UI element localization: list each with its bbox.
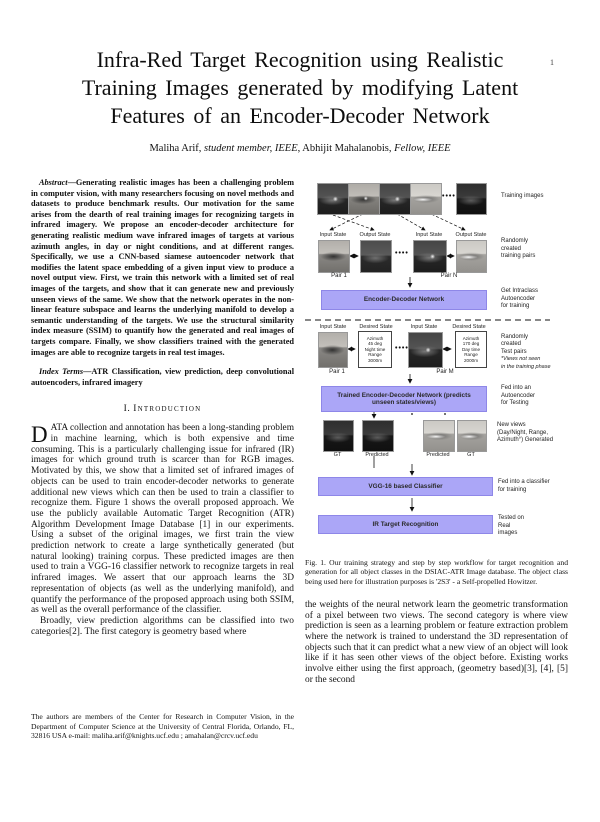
two-column-body: Abstract—Generating realistic images has… — [31, 178, 569, 744]
title-line-1: Infra-Red Target Recognition using Reali… — [96, 47, 504, 72]
label-test-pairs-text: Randomly created Test pairs — [501, 333, 529, 355]
label-desired-state: Desired State — [359, 324, 393, 330]
ir-image — [410, 183, 442, 215]
trained-encoder-decoder-box: Trained Encoder-Decoder Network (predict… — [321, 386, 487, 412]
vgg16-classifier-box: VGG-16 based Classifier — [318, 477, 493, 496]
label-pair-m: Pair M — [436, 369, 454, 375]
intro-paragraph-1-text: ATA collection and annotation has been a… — [31, 423, 294, 616]
ir-image — [362, 420, 394, 452]
abstract-text: —Generating realistic images has been a … — [31, 178, 294, 357]
ir-target-recognition-box: IR Target Recognition — [318, 515, 493, 534]
ir-image — [413, 240, 447, 273]
ellipsis-dots: •••• — [395, 250, 409, 257]
figure-1-caption: Fig. 1. Our training strategy and step b… — [305, 558, 568, 586]
label-get-intraclass-autoencoder: Get Intraclass Autoencoder for training — [501, 288, 539, 310]
label-fed-into-classifier: Fed into a classifier for training — [498, 479, 550, 493]
label-pair-n: Pair N — [440, 273, 458, 279]
section-number: I. — [123, 404, 134, 415]
label-output-state: Output State — [455, 232, 487, 238]
left-column: Abstract—Generating realistic images has… — [31, 178, 294, 744]
label-pair-1: Pair 1 — [331, 273, 347, 279]
label-pair-1: Pair 1 — [329, 369, 345, 375]
figure-1-diagram: •••• Training images Input State Output … — [305, 178, 568, 550]
title-line-2: Training Images generated by modifying L… — [81, 75, 519, 100]
label-gt: GT — [467, 452, 475, 458]
section-title: Introduction — [133, 404, 202, 415]
label-new-views-generated: New views (Day/Night, Range, Azimuth°) G… — [497, 422, 554, 444]
label-randomly-created-test-pairs: Randomly created Test pairs *Views not s… — [501, 326, 567, 379]
author-role-1: student member, IEEE — [204, 143, 298, 154]
label-tested-on-real-images: Tested on Real images — [498, 515, 525, 537]
label-training-images: Training images — [501, 193, 544, 199]
drop-cap: D — [31, 422, 48, 448]
label-fed-into-autoencoder-testing: Fed into an Autoencoder for Testing — [501, 385, 536, 407]
ir-image — [348, 183, 380, 215]
ir-image — [456, 183, 487, 215]
index-terms-paragraph: Index Terms—ATR Classification, view pre… — [31, 367, 294, 388]
ir-image — [360, 240, 392, 273]
author-separator: , — [297, 143, 303, 154]
label-gt: GT — [333, 452, 342, 458]
index-terms-text: —ATR Classification, view prediction, de… — [31, 367, 295, 387]
author-role-2: Fellow, IEEE — [394, 143, 451, 154]
paper-page: { "page": { "number": "1" }, "title": { … — [0, 46, 600, 822]
label-predicted: Predicted — [426, 452, 450, 458]
ir-image — [408, 332, 443, 368]
ir-image — [379, 183, 411, 215]
label-input-state: Input State — [410, 324, 438, 330]
label-output-state: Output State — [359, 232, 391, 238]
ir-image — [457, 420, 487, 452]
label-desired-state: Desired State — [452, 324, 486, 330]
label-randomly-created-training-pairs: Randomly created training pairs — [501, 238, 536, 260]
ellipsis-dots: •••• — [395, 345, 409, 352]
label-input-state: Input State — [319, 232, 347, 238]
encoder-decoder-network-box: Encoder-Decoder Network — [321, 290, 487, 310]
title-block: Infra-Red Target Recognition using Reali… — [0, 46, 600, 154]
label-predicted: Predicted — [365, 452, 389, 458]
ir-image — [456, 240, 487, 273]
abstract-label: Abstract — [39, 178, 68, 187]
ir-image — [423, 420, 455, 452]
right-column: •••• Training images Input State Output … — [305, 178, 568, 744]
section-heading-introduction: I. Introduction — [31, 404, 294, 414]
author-name-2: Abhijit Mahalanobis, — [302, 143, 395, 154]
intro-paragraph-2: Broadly, view prediction algorithms can … — [31, 615, 294, 637]
author-name-1: Maliha Arif, — [149, 143, 204, 154]
ir-image — [318, 240, 350, 273]
ellipsis-dots: •••• — [442, 193, 456, 200]
ir-image — [317, 183, 349, 215]
label-input-state: Input State — [415, 232, 443, 238]
ir-image — [318, 332, 348, 368]
title-line-3: Features of an Encoder-Decoder Network — [110, 103, 490, 128]
author-footnote: The authors are members of the Center fo… — [31, 712, 294, 740]
author-line: Maliha Arif, student member, IEEE, Abhij… — [0, 143, 600, 154]
desired-state-box-1: Azimuth 45 deg Night time Range 3000m — [358, 331, 392, 368]
page-number: 1 — [550, 58, 554, 67]
index-terms-label: Index Terms — [39, 367, 84, 377]
abstract-paragraph: Abstract—Generating realistic images has… — [31, 178, 294, 358]
paper-title: Infra-Red Target Recognition using Reali… — [0, 46, 600, 130]
desired-state-box-2: Azimuth 170 deg Day time Range 2000m — [455, 331, 487, 368]
label-input-state: Input State — [319, 324, 347, 330]
label-test-pairs-note: *Views not seen in the training phase — [501, 356, 551, 370]
ir-image — [323, 420, 354, 452]
right-column-paragraph: the weights of the neural network learn … — [305, 599, 568, 685]
